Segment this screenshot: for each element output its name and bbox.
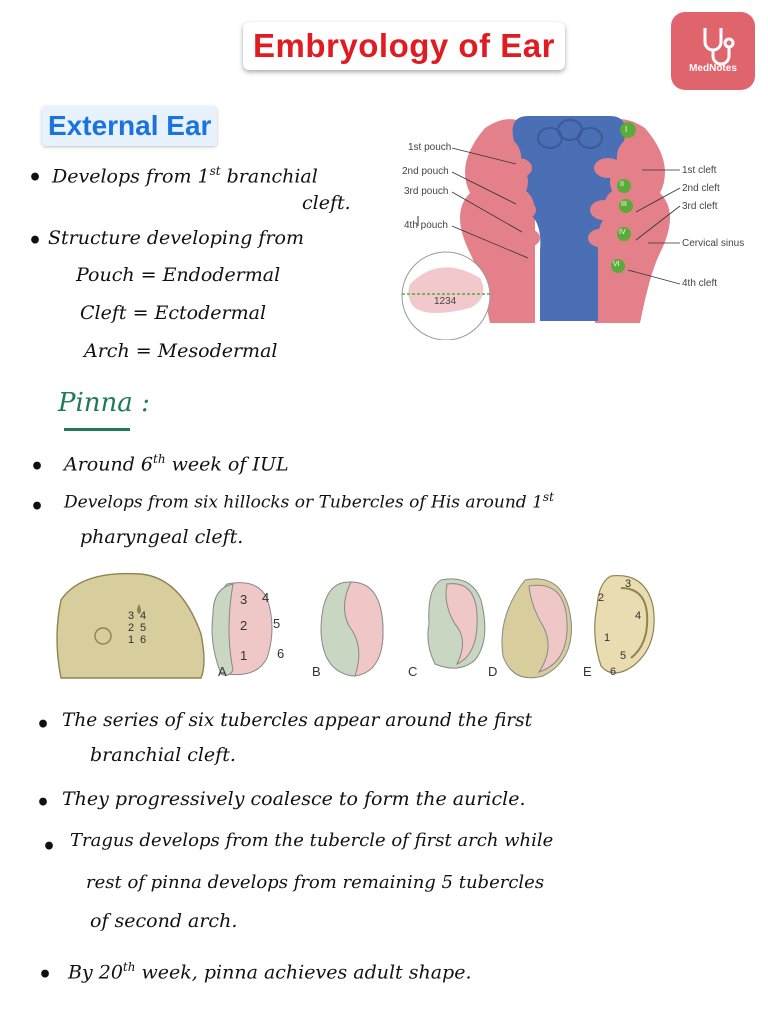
text-line: Develops from six hillocks or Tubercles … [64, 490, 554, 513]
text-fragment: Around 6 [64, 453, 154, 476]
bullet-icon: • [36, 712, 51, 738]
label-2nd-pouch: 2nd pouch [402, 166, 449, 177]
embryo-number: 4 [140, 610, 147, 622]
bullet-icon: • [28, 228, 43, 254]
superscript: th [122, 960, 136, 974]
embryo-number: 3 [128, 610, 135, 622]
embryo-number: 2 [128, 622, 135, 634]
stage-a-number: 5 [273, 616, 281, 631]
text-fragment: By 20 [68, 961, 123, 984]
text-line: of second arch. [90, 910, 238, 932]
hillocks-illustration [56, 572, 655, 679]
arch-number-2: II [620, 181, 624, 188]
text-line: The series of six tubercles appear aroun… [62, 710, 533, 731]
embryo-number: 6 [140, 634, 147, 646]
hillocks-diagram: 3 4 2 5 1 6 3 4 2 5 1 6 3 2 4 1 5 6 A B … [55, 570, 665, 685]
logo-text: MedNotes [689, 63, 737, 74]
mednotes-logo: MedNotes [671, 12, 755, 90]
text-line: Develops from 1st branchial [52, 164, 318, 187]
label-1st-cleft: 1st cleft [682, 165, 717, 176]
stage-e-number: 3 [625, 578, 632, 590]
stage-e-number: 5 [620, 650, 627, 662]
bullet-icon: • [42, 834, 57, 860]
page-title: Embryology of Ear [253, 27, 555, 64]
bullet-icon: • [30, 454, 45, 480]
label-3rd-pouch: 3rd pouch [404, 186, 449, 197]
inset-numbers: 1234 [434, 296, 457, 307]
stage-e-number: 6 [610, 666, 617, 678]
pinna-underline [64, 428, 130, 431]
text-line: They progressively coalesce to form the … [62, 788, 526, 810]
arch-number-1: I [625, 125, 628, 134]
text-line: branchial cleft. [90, 744, 236, 766]
text-line: rest of pinna develops from remaining 5 … [86, 872, 545, 893]
stage-a-number: 6 [277, 646, 285, 661]
text-line: Tragus develops from the tubercle of fir… [70, 830, 554, 851]
stage-label-e: E [583, 664, 592, 679]
arch-number-6: VI [613, 261, 620, 268]
stage-a-number: 2 [240, 618, 248, 633]
branchial-arches-diagram: 1st pouch 2nd pouch 3rd pouch 4th pouch … [390, 108, 760, 341]
stage-label-c: C [408, 664, 418, 679]
text-line: pharyngeal cleft. [80, 526, 244, 548]
bullet-icon: • [28, 165, 43, 191]
title-box: Embryology of Ear [243, 22, 565, 70]
stage-e-number: 2 [598, 592, 605, 604]
text-line: Arch = Mesodermal [84, 340, 278, 362]
embryo-number: 5 [140, 622, 147, 634]
arch-number-4: IV [619, 229, 626, 236]
superscript: st [209, 164, 221, 178]
text-line: By 20th week, pinna achieves adult shape… [68, 960, 471, 983]
text-line: Around 6th week of IUL [64, 452, 289, 475]
stage-e-number: 4 [635, 610, 642, 622]
text-line: Pouch = Endodermal [76, 264, 281, 286]
stage-label-d: D [488, 664, 498, 679]
stage-e-number: 1 [604, 632, 611, 644]
label-4th-pouch: 4th pouch [404, 220, 448, 231]
arch-number-3: III [621, 201, 627, 208]
bullet-icon: • [36, 790, 51, 816]
text-fragment: Develops from 1 [52, 165, 210, 188]
superscript: th [153, 452, 166, 466]
bullet-icon: • [30, 494, 45, 520]
text-line: Cleft = Ectodermal [80, 302, 267, 324]
label-cervical-sinus: Cervical sinus [682, 238, 745, 249]
stage-label-b: B [312, 664, 321, 679]
label-3rd-cleft: 3rd cleft [682, 201, 718, 212]
text-fragment: week, pinna achieves adult shape. [135, 961, 472, 984]
stage-label-a: A [218, 664, 227, 679]
section-heading-external-ear: External Ear [42, 106, 218, 146]
stage-a-number: 4 [262, 590, 270, 605]
stage-a-number: 3 [240, 592, 248, 607]
text-line: cleft. [302, 192, 351, 214]
label-2nd-cleft: 2nd cleft [682, 183, 720, 194]
text-line: Structure developing from [48, 227, 304, 249]
label-4th-cleft: 4th cleft [682, 278, 718, 289]
superscript: st [542, 490, 554, 504]
external-ear-heading: External Ear [48, 110, 212, 141]
bullet-icon: • [38, 962, 53, 988]
stage-a-number: 1 [240, 648, 248, 663]
text-fragment: week of IUL [165, 453, 289, 476]
text-fragment: Develops from six hillocks or Tubercles … [64, 492, 543, 513]
embryo-number: 1 [128, 634, 135, 646]
text-fragment: branchial [220, 165, 318, 188]
label-1st-pouch: 1st pouch [408, 142, 452, 153]
branchial-arches-illustration [401, 116, 681, 341]
pinna-heading: Pinna : [58, 388, 150, 418]
stethoscope-icon [703, 28, 735, 66]
